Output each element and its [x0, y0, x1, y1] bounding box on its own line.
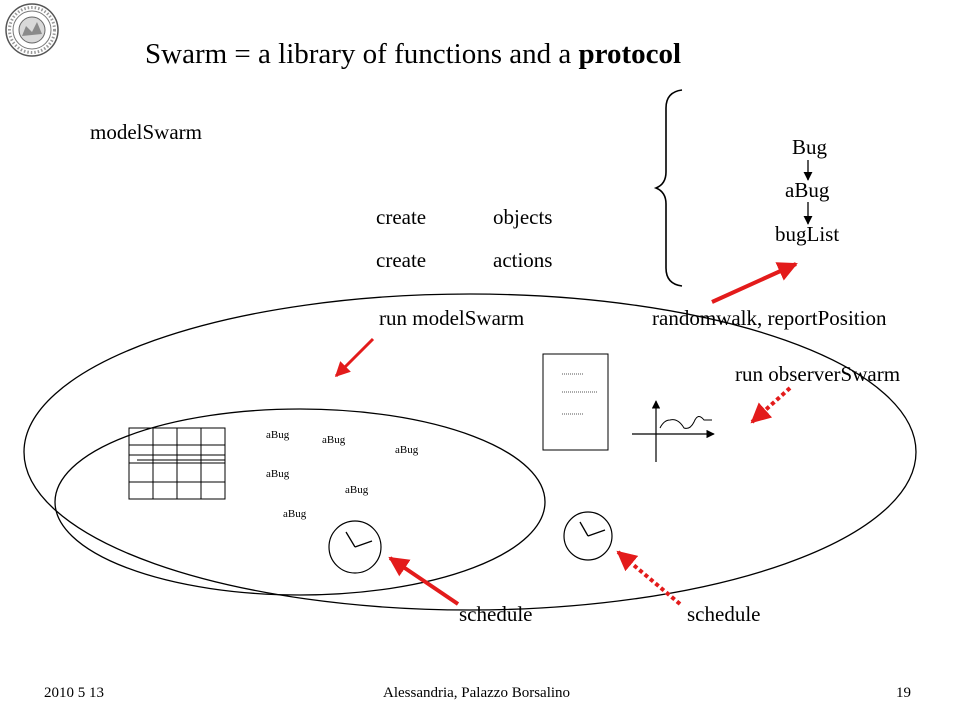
class-bug-label: Bug — [792, 135, 828, 159]
footer-venue: Alessandria, Palazzo Borsalino — [383, 685, 571, 701]
footer-page-number: 19 — [896, 685, 911, 701]
create-verb-label: create — [376, 205, 427, 229]
observer-swarm-ellipse — [23, 293, 917, 611]
schedule-left-red-arrow — [388, 556, 460, 606]
model-swarm-label: modelSwarm — [90, 120, 202, 144]
probe-display-document — [542, 353, 609, 451]
class-buglist-label: bugList — [775, 222, 840, 246]
create-objects-label: objects — [493, 205, 553, 229]
agent-abug-label: aBug — [322, 434, 346, 446]
observer-schedule-clock — [563, 511, 613, 561]
run-observerswarm-label: run observerSwarm — [735, 362, 901, 386]
agent-abug-label: aBug — [283, 508, 307, 520]
footer-date: 2010 5 13 — [44, 685, 104, 701]
observer-graph — [632, 400, 715, 462]
to-buglist-red-arrow — [711, 262, 798, 304]
run-modelswarm-label: run modelSwarm — [379, 306, 525, 330]
agent-abug-label: aBug — [266, 429, 290, 441]
agent-abug-label: aBug — [266, 468, 290, 480]
agent-abug-label: aBug — [395, 444, 419, 456]
run-modelswarm-red-arrow — [334, 337, 375, 378]
create-verb-label: create — [376, 248, 427, 272]
model-schedule-clock — [328, 520, 382, 574]
bug-space-grid — [128, 427, 226, 500]
create-actions-label: actions — [493, 248, 553, 272]
university-seal-logo — [5, 3, 59, 57]
class-abug-label: aBug — [785, 178, 830, 202]
schedule-right-label: schedule — [687, 602, 761, 626]
slide-title: Swarm = a library of functions and a pro… — [145, 38, 682, 70]
class-brace — [653, 89, 683, 287]
model-swarm-ellipse — [54, 408, 546, 596]
methods-label: randomwalk, reportPosition — [652, 306, 887, 330]
agent-abug-label: aBug — [345, 484, 369, 496]
run-observerswarm-red-dotted-arrow — [750, 386, 792, 424]
schedule-left-label: schedule — [459, 602, 533, 626]
